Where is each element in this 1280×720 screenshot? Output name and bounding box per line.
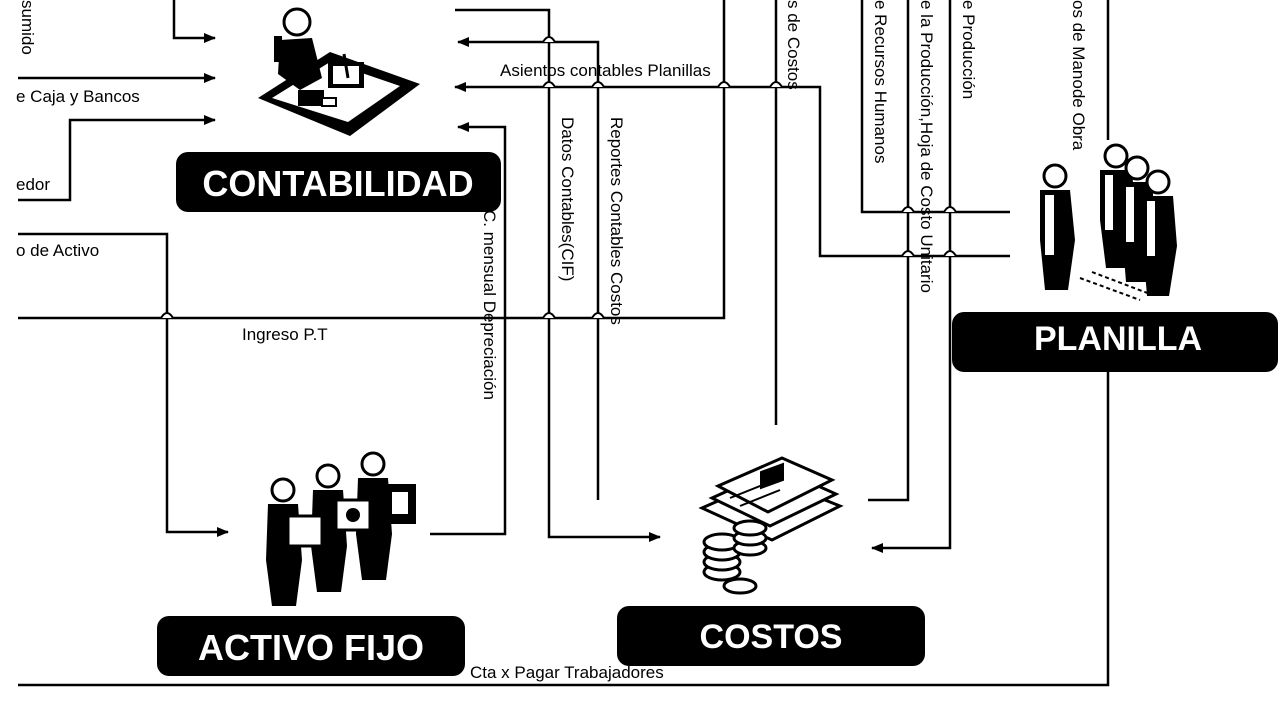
node-planilla-title: PLANILLA [1034,320,1202,358]
flow-produccion [871,0,952,553]
flow-reportes-costos [457,37,600,500]
label-datos-contables: Datos Contables(CIF) [558,117,577,281]
node-planilla[interactable]: PLANILLA [952,312,1278,372]
flow-recursos-humanos [860,0,1010,214]
flow-cta-pagar [18,372,1110,687]
label-manode-obra: os de Manode Obra [1069,0,1088,151]
node-activo-fijo[interactable]: ACTIVO FIJO [157,616,465,676]
label-ingreso-pt: Ingreso P.T [242,325,328,344]
node-contabilidad-title: CONTABILIDAD [202,163,473,204]
flow-asientos-planillas [454,82,1010,258]
label-reporte-costos-top: s de Costos [784,0,803,90]
label-cta-pagar: Cta x Pagar Trabajadores [470,663,664,682]
flow-registro-activo [18,232,229,537]
staff-group-icon [1040,143,1177,301]
node-costos-title: COSTOS [700,618,843,656]
crossing-hops [160,36,957,319]
label-consumido: sumido [18,0,37,55]
flow-consumido [172,0,216,43]
flow-ingreso-pt [18,0,726,320]
flow-hoja-costo [868,0,910,502]
cost-documents-coins-icon [698,456,844,595]
flow-depreciacion [430,122,507,536]
flow-datos-contables [455,8,661,542]
label-recursos-humanos: e Recursos Humanos [871,0,890,163]
connector-lines [18,0,1110,687]
fixed-assets-workers-icon [266,451,416,606]
label-registro-activo: o de Activo [16,241,99,260]
node-contabilidad[interactable]: CONTABILIDAD [176,152,501,212]
label-proveedor: edor [16,175,50,194]
accountant-desk-icon [258,7,420,136]
flow-proveedor [18,115,216,202]
label-asientos-planillas: Asientos contables Planillas [500,61,711,80]
node-activo-fijo-title: ACTIVO FIJO [198,627,424,668]
label-caja-bancos: e Caja y Bancos [16,87,140,106]
label-depreciacion: C. mensual Depreciación [480,210,499,400]
label-reportes-costos: Reportes Contables Costos [607,117,626,325]
node-costos[interactable]: COSTOS [617,606,925,666]
label-hoja-costo: e la Producción,Hoja de Costo Unitario [917,0,936,293]
label-produccion: e Producción [959,0,978,99]
